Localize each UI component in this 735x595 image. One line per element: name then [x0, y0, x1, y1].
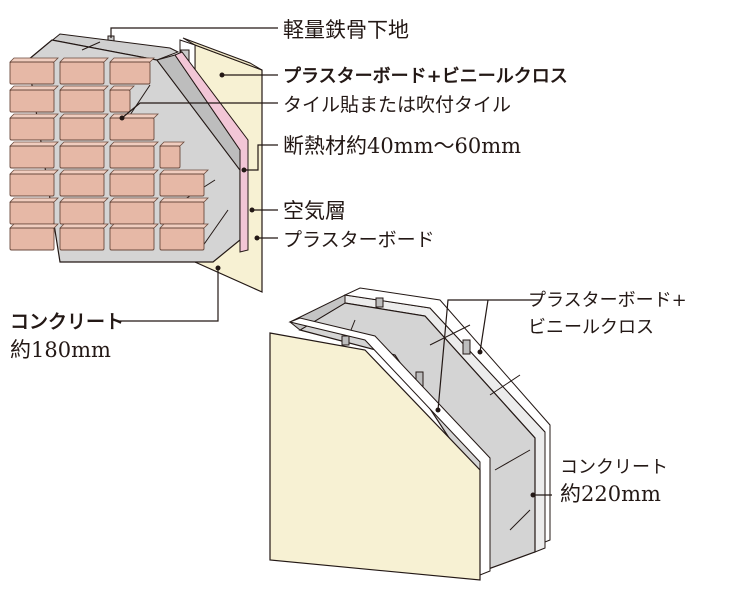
- brick-tile: [59, 141, 109, 169]
- label-concrete-2: コンクリート: [560, 457, 668, 478]
- label-insulation: 断熱材約40mm〜60mm: [283, 134, 521, 158]
- label-plasterboard: プラスターボード: [283, 229, 435, 251]
- hatch-2: [199, 209, 229, 251]
- hatch-7: [489, 374, 521, 396]
- front-plasterboard-vinyl: [269, 332, 481, 581]
- hatch-8: [494, 449, 531, 471]
- brick-tile: [159, 169, 209, 197]
- brick-tile: [109, 113, 159, 141]
- brick-tile: [59, 197, 109, 225]
- partition-stud-2: [341, 335, 350, 346]
- label-concrete-1: コンクリート: [10, 311, 124, 333]
- brick-tile: [59, 223, 109, 251]
- brick-tile: [59, 169, 109, 197]
- label-plasterboard-vinyl-2a: プラスターボード+: [528, 290, 687, 311]
- front-board-edge: [288, 317, 491, 576]
- label-air-layer: 空気層: [283, 199, 346, 223]
- brick-tile: [159, 141, 185, 169]
- brick-tile: [59, 57, 109, 85]
- insulation-layer: [174, 51, 249, 253]
- tile-finish: [9, 57, 209, 251]
- brick-tile: [109, 141, 159, 169]
- label-concrete-1-thickness: 約180mm: [10, 338, 111, 362]
- brick-tile: [9, 197, 59, 225]
- partition-stud-3: [462, 339, 471, 355]
- brick-tile: [59, 113, 109, 141]
- label-tile-finish: タイル貼または吹付タイル: [283, 94, 511, 116]
- brick-tile: [109, 223, 159, 251]
- brick-tile: [9, 169, 59, 197]
- brick-tile: [59, 85, 109, 113]
- brick-tile: [9, 113, 59, 141]
- label-concrete-2-thickness: 約220mm: [560, 482, 661, 506]
- partition-stud-1: [375, 297, 384, 308]
- board-top-edge: [182, 37, 263, 71]
- exterior-wall-section: [9, 33, 263, 293]
- brick-tile: [159, 197, 209, 225]
- hatch-4: [81, 41, 101, 51]
- brick-tile: [109, 57, 155, 85]
- hatch-9: [509, 509, 531, 531]
- brick-tile: [9, 141, 59, 169]
- brick-tile: [109, 197, 159, 225]
- hatch-6: [429, 324, 471, 346]
- brick-tile: [9, 223, 59, 251]
- back-board-strip-2: [343, 287, 551, 543]
- brick-tile: [159, 223, 209, 251]
- brick-tile: [109, 85, 135, 113]
- leader-lines: [110, 27, 552, 498]
- label-steel-base: 軽量鉄骨下地: [283, 18, 409, 42]
- partition-wall-section: [269, 287, 551, 581]
- brick-tile: [9, 57, 59, 85]
- label-plasterboard-vinyl-2b: ビニールクロス: [528, 317, 654, 338]
- label-plasterboard-vinyl: プラスターボード+ビニールクロス: [283, 65, 568, 87]
- brick-tile: [109, 169, 159, 197]
- brick-tile: [9, 85, 59, 113]
